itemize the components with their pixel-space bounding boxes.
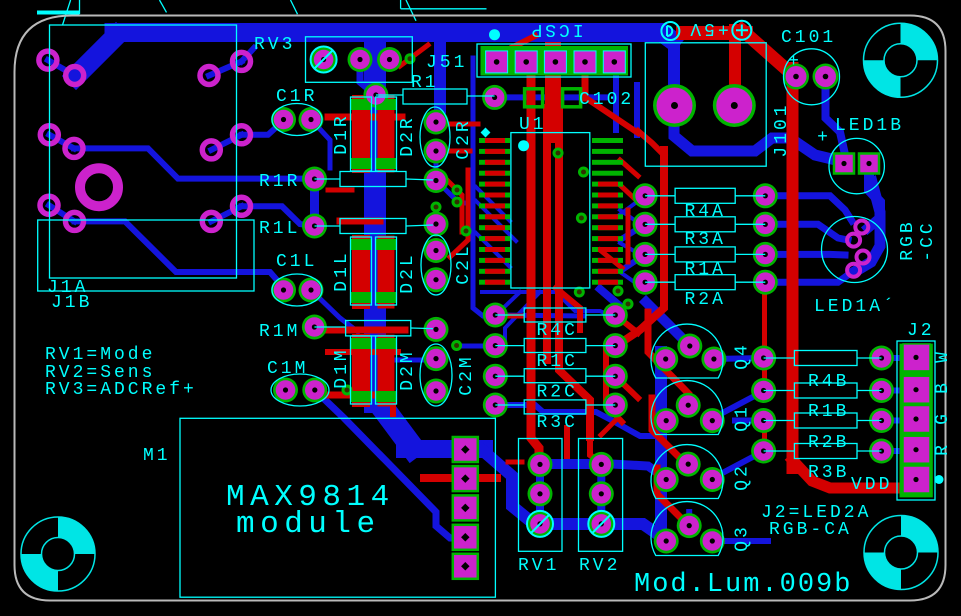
svg-text:C101: C101 <box>781 28 836 48</box>
svg-text:VDD: VDD <box>851 475 892 495</box>
svg-text:R2A: R2A <box>685 290 726 310</box>
svg-text:D1L: D1L <box>332 250 352 291</box>
svg-text:RV1: RV1 <box>518 556 559 576</box>
svg-text:RV1=Mode: RV1=Mode <box>45 345 155 365</box>
svg-text:RV2=Sens: RV2=Sens <box>45 363 155 383</box>
svg-text:C2L: C2L <box>454 243 474 284</box>
svg-text:C102: C102 <box>579 90 634 110</box>
svg-text:Q3: Q3 <box>733 524 753 552</box>
svg-text:R4B: R4B <box>808 372 849 392</box>
svg-text:RV3=ADCRef+: RV3=ADCRef+ <box>45 380 197 400</box>
svg-text:RV3: RV3 <box>254 35 295 55</box>
svg-text:RV2: RV2 <box>579 556 620 576</box>
svg-text:C2M: C2M <box>457 354 477 395</box>
svg-text:D2L: D2L <box>398 252 418 293</box>
svg-text:R3A: R3A <box>685 230 726 250</box>
svg-text:LED1B: LED1B <box>835 116 904 136</box>
svg-text:+5V: +5V <box>687 18 728 38</box>
svg-text:M1: M1 <box>143 446 171 466</box>
svg-text:C1R: C1R <box>276 87 317 107</box>
svg-text:J1B: J1B <box>51 293 92 313</box>
svg-text:D1R: D1R <box>332 113 352 154</box>
svg-text:Mod.Lum.009b: Mod.Lum.009b <box>634 570 852 600</box>
svg-text:Q4: Q4 <box>733 342 753 370</box>
svg-text:U1: U1 <box>519 115 547 135</box>
svg-text:R2C: R2C <box>537 383 578 403</box>
svg-text:R3B: R3B <box>808 463 849 483</box>
svg-text:C2R: C2R <box>454 118 474 159</box>
svg-text:RGB: RGB <box>898 219 918 260</box>
svg-text:R1R: R1R <box>259 172 300 192</box>
svg-text:+: + <box>788 52 802 72</box>
svg-text:G: G <box>933 411 953 425</box>
svg-text:R1M: R1M <box>259 322 300 342</box>
svg-text:R1: R1 <box>411 73 439 93</box>
svg-text:W: W <box>933 349 953 363</box>
svg-text:R3C: R3C <box>537 413 578 433</box>
svg-text:C1L: C1L <box>276 252 317 272</box>
svg-text:C1M: C1M <box>267 359 308 379</box>
svg-text:D2M: D2M <box>398 349 418 390</box>
svg-text:Q2: Q2 <box>733 463 753 491</box>
svg-text:R4A: R4A <box>685 202 726 222</box>
svg-text:R: R <box>933 442 953 456</box>
svg-text:J2=LED2A: J2=LED2A <box>761 503 871 523</box>
svg-text:R1L: R1L <box>259 219 300 239</box>
svg-text:R1A: R1A <box>685 260 726 280</box>
svg-text:-CC: -CC <box>918 220 938 261</box>
svg-text:R2B: R2B <box>808 433 849 453</box>
svg-text:R1C: R1C <box>537 352 578 372</box>
svg-text:R1B: R1B <box>808 402 849 422</box>
svg-text:ICSP: ICSP <box>528 19 583 39</box>
svg-text:+: + <box>817 128 831 148</box>
svg-text:D2R: D2R <box>398 115 418 156</box>
svg-text:J101: J101 <box>772 102 792 157</box>
svg-text:J51: J51 <box>426 53 467 73</box>
svg-text:J2: J2 <box>907 321 935 341</box>
svg-text:Q1: Q1 <box>733 404 753 432</box>
svg-text:R4C: R4C <box>537 321 578 341</box>
svg-text:B: B <box>933 380 953 394</box>
svg-text:D1M: D1M <box>332 347 352 388</box>
svg-text:module: module <box>236 507 381 542</box>
svg-text:RGB-CA: RGB-CA <box>769 520 852 540</box>
svg-text:LED1A´: LED1A´ <box>814 297 897 317</box>
svg-text:MAX9814: MAX9814 <box>226 480 395 515</box>
svg-text:J1A: J1A <box>47 278 88 298</box>
